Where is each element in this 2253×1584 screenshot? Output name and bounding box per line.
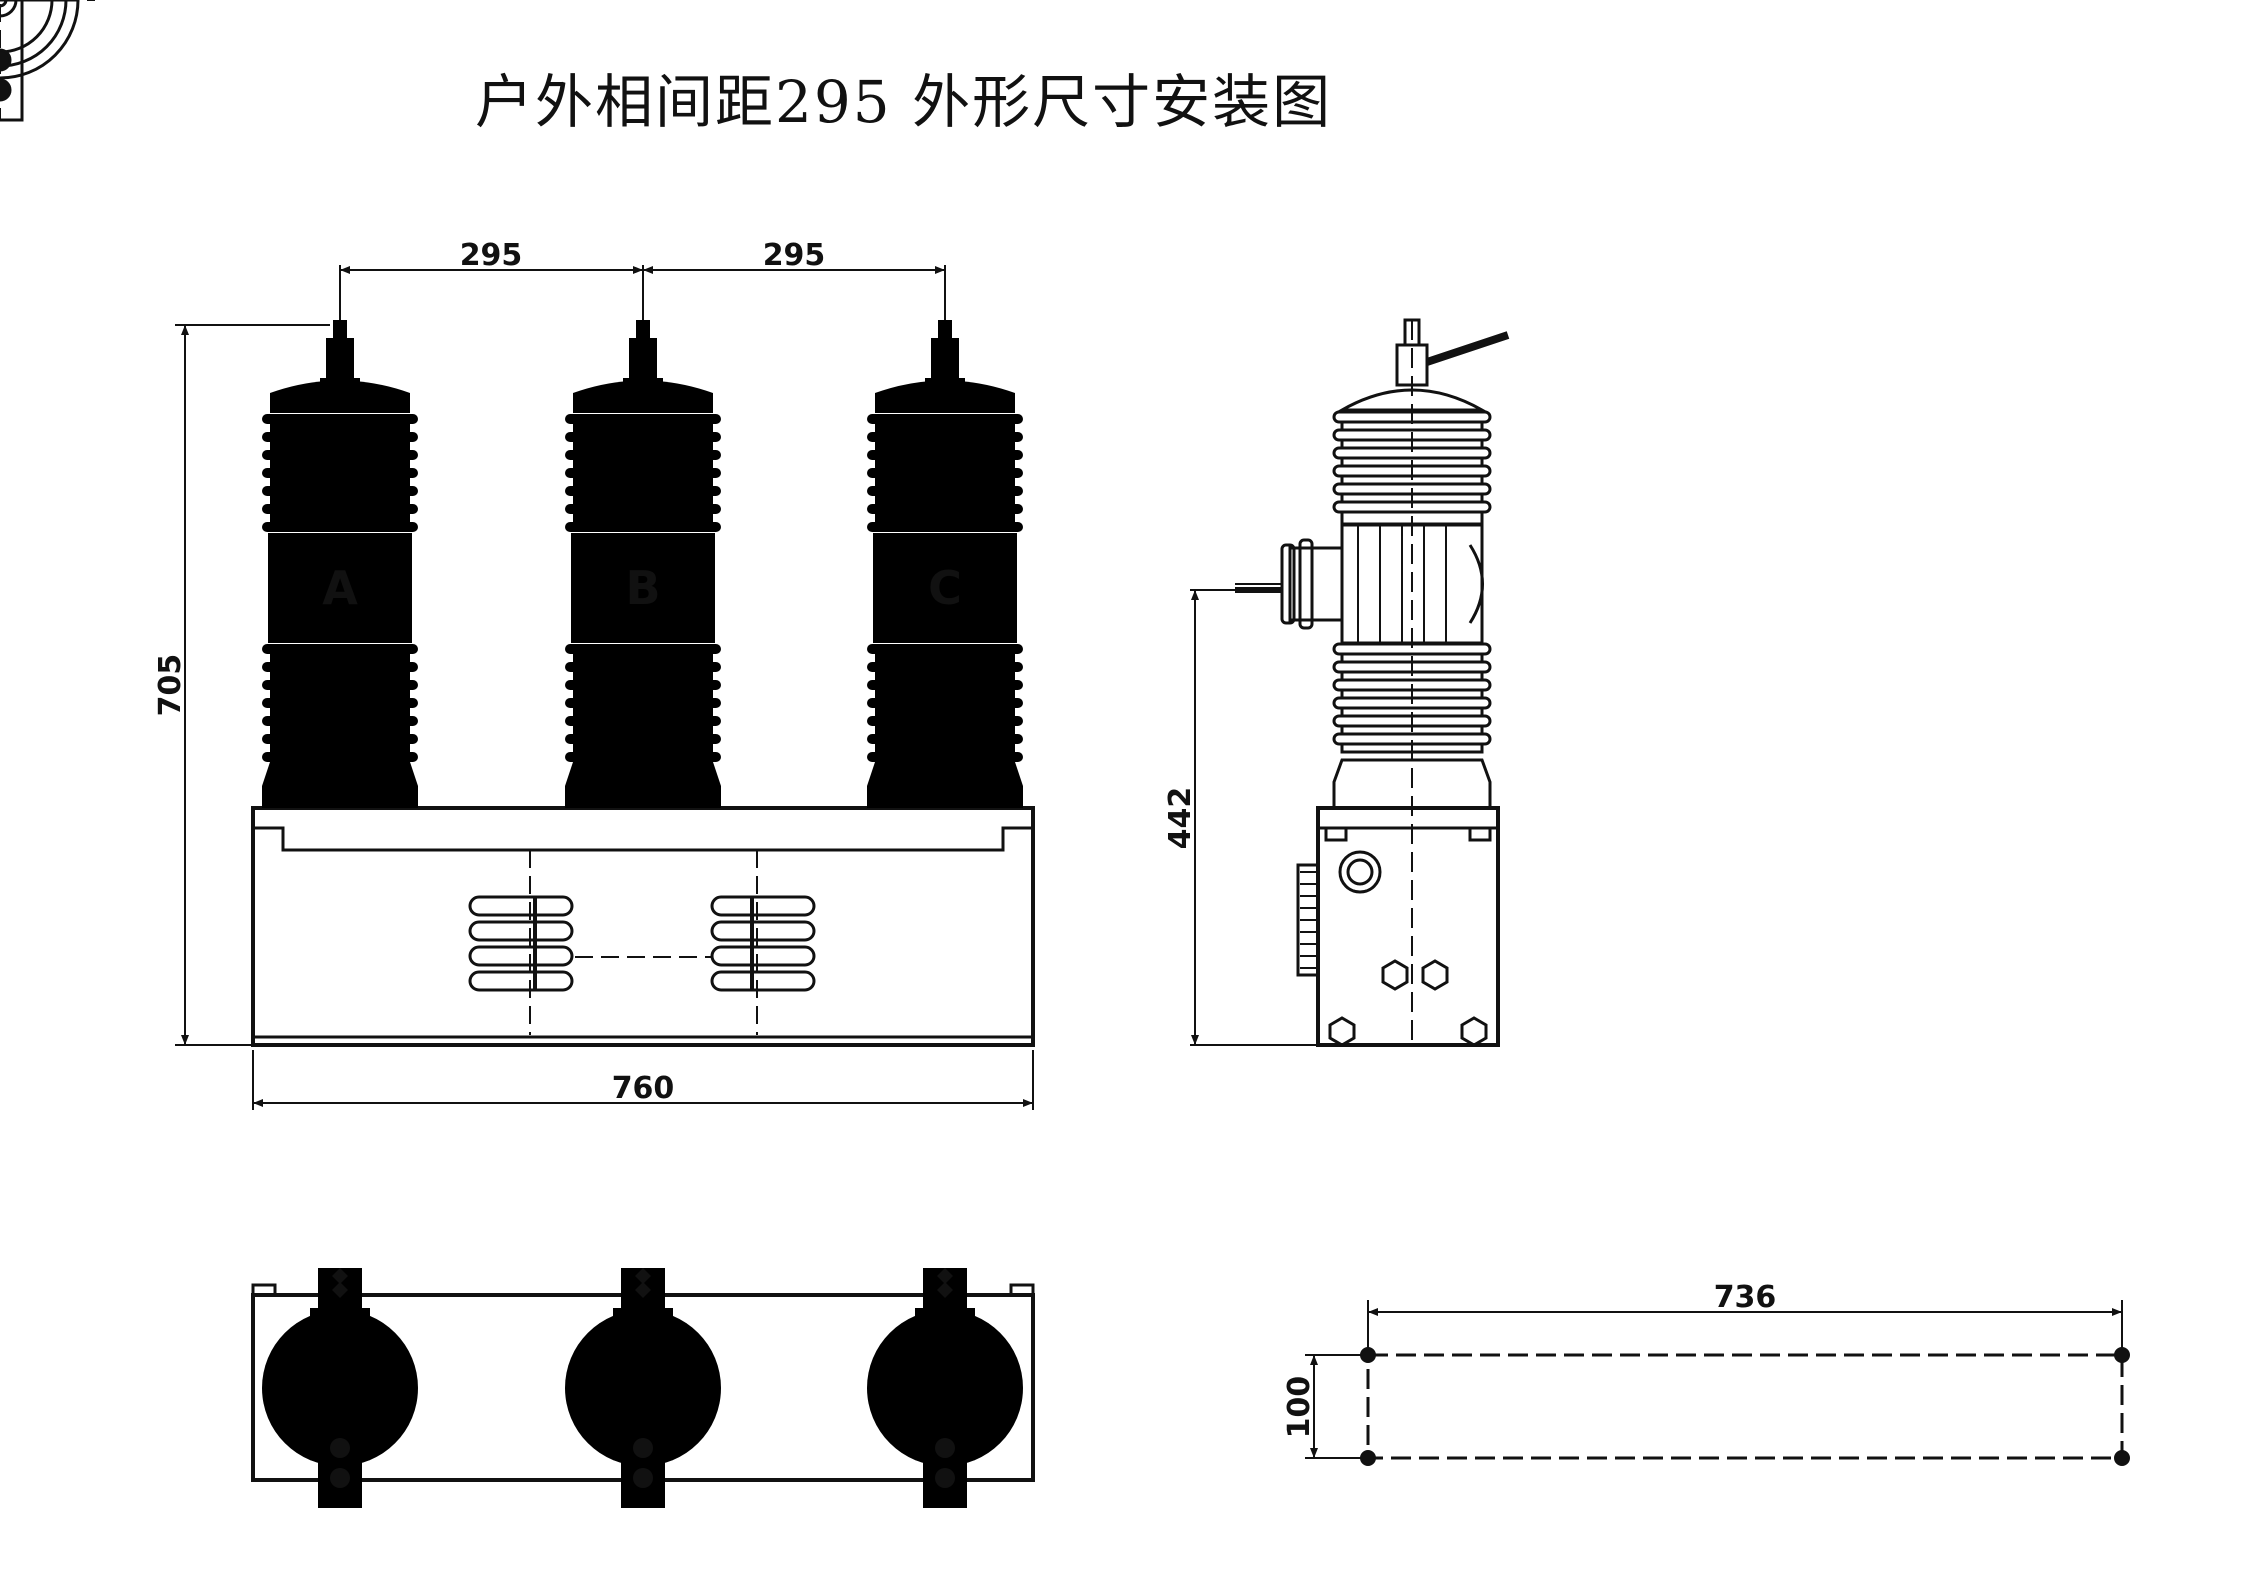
phase-label-a: A (322, 561, 358, 615)
dim-phase-spacing-1: 295 (460, 238, 523, 273)
phase-label-c: C (928, 561, 962, 615)
side-view (1190, 318, 1510, 1047)
dim-height: 705 (153, 654, 188, 717)
mounting-plan (1305, 1300, 2130, 1466)
dim-mount-width: 736 (1714, 1280, 1777, 1315)
phase-label-b: B (625, 561, 660, 615)
top-pole-b (546, 1266, 740, 1510)
dim-width: 760 (612, 1071, 675, 1106)
dim-mount-depth: 100 (1282, 1376, 1317, 1439)
dim-phase-spacing-2: 295 (763, 238, 826, 273)
pole-c (865, 306, 1025, 810)
pole-a (260, 306, 420, 810)
top-pole-c (848, 1266, 1042, 1510)
top-pole-template (0, 0, 95, 122)
vent-right (710, 850, 816, 1035)
top-pole-a (243, 1266, 437, 1510)
pole-b (563, 306, 723, 810)
dim-side-height: 442 (1163, 787, 1198, 850)
drawing-title: 户外相间距295 外形尺寸安装图 (475, 68, 1333, 136)
vent-left (468, 850, 574, 1035)
